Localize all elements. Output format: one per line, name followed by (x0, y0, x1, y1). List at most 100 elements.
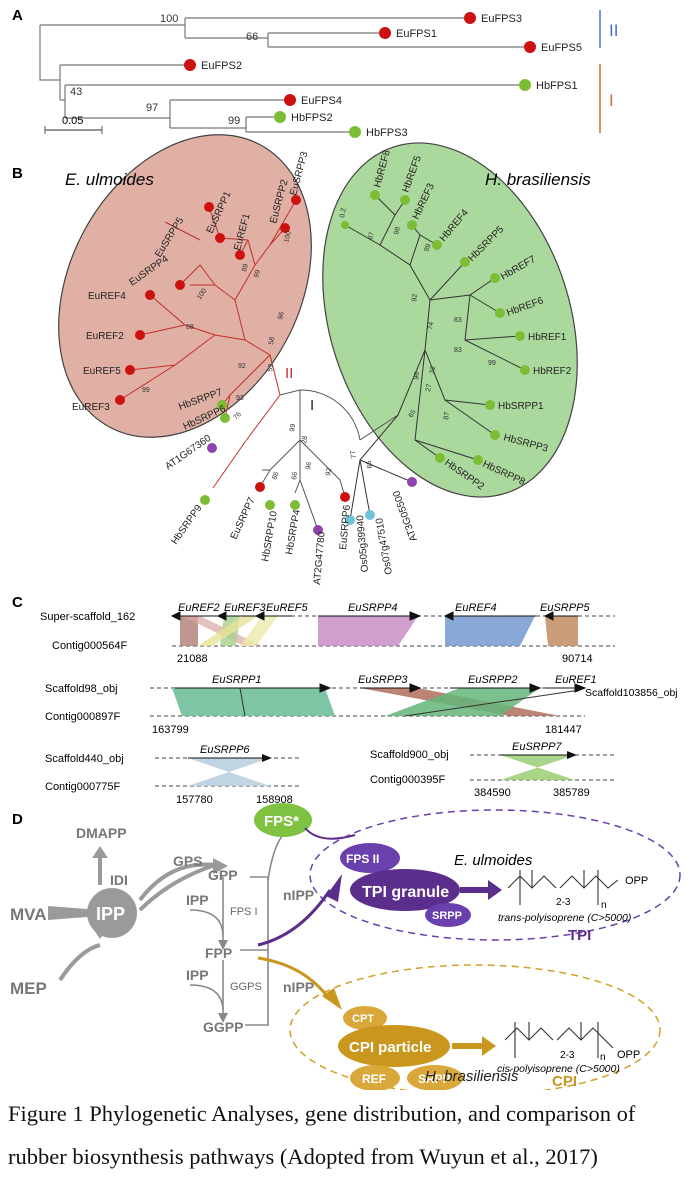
gene-dot-eu (145, 290, 155, 300)
gene-label: EuREF5 (266, 602, 308, 614)
gene-dot-hb (490, 273, 500, 283)
gene-label: EuSRPP2 (468, 674, 518, 686)
srpp-label-2: SRPP (418, 1072, 451, 1086)
ipp-label-2: IPP (186, 967, 209, 983)
gene-dot-hb (341, 221, 349, 229)
panel-d: D IPP DMAPP IDI MVA MEP GPS (10, 803, 681, 1090)
gene-label: HbREF1 (528, 332, 567, 343)
ggps-label: GGPS (230, 981, 262, 993)
bootstrap-value: 32 (429, 365, 437, 374)
group-label-ii: II (609, 21, 618, 40)
figure-canvas: A (10, 7, 681, 1090)
bootstrap-value: 59 (267, 363, 275, 372)
contig-name: Contig000564F (52, 640, 128, 652)
gene-dot-hb (515, 331, 525, 341)
gene-dot-eu (175, 280, 185, 290)
bootstrap-value: 66 (366, 460, 374, 469)
leaf-dot-red (524, 41, 536, 53)
coordinate-end: 90714 (562, 653, 593, 665)
gene-arrows-2 (175, 683, 587, 693)
scaffold-extra-name: Scaffold103856_obj (585, 687, 678, 699)
gene-dot-at (207, 443, 217, 453)
leaf-dot-red (284, 94, 296, 106)
arrow-head (213, 858, 228, 874)
gene-dot-hb (370, 190, 380, 200)
gene-labels-2: EuSRPP1 EuSRPP3 EuSRPP2 EuREF1 (212, 674, 597, 686)
tpi-flow-arrow (257, 889, 332, 947)
panel-b-label: B (12, 165, 23, 182)
gene-label: HbSRPP9 (169, 503, 204, 547)
bootstrap-value: 65 (408, 409, 418, 419)
leaf-label: EuFPS1 (396, 28, 437, 40)
tpi-granule-node (350, 869, 460, 911)
gene-label: EuSRPP3 (358, 674, 408, 686)
coordinate-start: 384590 (474, 787, 511, 799)
synteny-block-2: Scaffold98_obj Contig000897F EuSRPP1 EuS… (45, 674, 678, 736)
bootstrap-value: 99 (228, 115, 240, 127)
gps-label: GPS (173, 853, 203, 869)
bootstrap-value: 76 (232, 411, 243, 422)
bootstrap-value: 99 (488, 360, 496, 367)
tree-a-leaf-labels: EuFPS3 EuFPS1 EuFPS5 EuFPS2 HbFPS1 EuFPS… (201, 13, 582, 139)
synteny-link (318, 616, 418, 646)
pathway-labels: DMAPP IDI MVA MEP GPS GPP IPP FPS I FPP … (10, 825, 314, 1035)
tpi-region (309, 809, 681, 941)
synteny-link (172, 688, 335, 716)
tpi-poly-label: trans-polyisoprene (C>5000) (498, 912, 631, 924)
gpp-label: GPP (208, 867, 238, 883)
fps-star-node (254, 803, 312, 837)
gene-dot-eu (340, 492, 350, 502)
bootstrap-value: 66 (246, 31, 258, 43)
clade-label-i: I (310, 397, 314, 414)
cis-polyisoprene-structure (504, 1022, 614, 1058)
gene-label: EuREF5 (83, 366, 121, 377)
bootstrap-value: 99 (423, 243, 432, 253)
gene-dot-eu (215, 233, 225, 243)
hb-species-caption-d: H. brasiliensis (425, 1068, 519, 1085)
ref-label: REF (362, 1072, 386, 1086)
ipp-node (87, 888, 137, 938)
gene-label: EuREF1 (555, 674, 597, 686)
bootstrap-value: 58 (268, 336, 276, 345)
tree-a-bootstrap: 100 66 43 97 99 (70, 13, 258, 127)
srpp-label: SRPP (432, 910, 462, 922)
gene-dot-hb (200, 495, 210, 505)
bootstrap-value: 96 (305, 461, 313, 470)
srpp-node-2 (407, 1065, 463, 1090)
coordinate-start: 21088 (177, 653, 208, 665)
gene-label: EuREF4 (88, 291, 126, 302)
panel-c-label: C (12, 594, 23, 611)
synteny-link (188, 758, 270, 786)
gene-dot-hb (485, 400, 495, 410)
gene-label: EuREF2 (86, 331, 124, 342)
synteny-link (240, 616, 278, 646)
leaf-label: EuFPS4 (301, 95, 342, 107)
scaffold-name: Scaffold900_obj (370, 749, 449, 761)
synteny-block-4: Scaffold900_obj Contig000395F EuSRPP7 38… (370, 741, 615, 799)
tree-b-eu-dots (115, 195, 301, 405)
gene-dot-at (407, 477, 417, 487)
gene-dot-eu (135, 330, 145, 340)
gene-label: AT3G05500 (391, 489, 420, 543)
tree-b-hb-bootstrap: 0.2 87 98 99 92 74 83 83 99 96 87 27 65 … (339, 207, 496, 420)
leaf-label: EuFPS2 (201, 60, 242, 72)
gene-dot-eu (115, 395, 125, 405)
bootstrap-value: 89 (241, 263, 250, 272)
bootstrap-value: 87 (443, 411, 451, 420)
fps2-node (340, 843, 400, 873)
arrow-head (218, 1013, 228, 1023)
figure-caption: Figure 1 Phylogenetic Analyses, gene dis… (8, 1101, 636, 1169)
gene-dot-eu (255, 482, 265, 492)
leaf-label: HbFPS2 (291, 112, 333, 124)
cpi-arrow (452, 1036, 496, 1056)
synteny-link (445, 616, 535, 646)
bootstrap-value: 92 (238, 363, 246, 370)
gene-dot-hb (495, 308, 505, 318)
gene-dot-hb (217, 400, 227, 410)
gene-label: Os07g47510 (374, 517, 395, 576)
opp-label-2: OPP (617, 1049, 640, 1061)
gene-label: HbSRPP4 (284, 508, 303, 555)
tree-b-hb-dots (341, 190, 530, 465)
cpt-label: CPT (352, 1013, 374, 1025)
gene-label: EuSRPP4 (348, 602, 398, 614)
